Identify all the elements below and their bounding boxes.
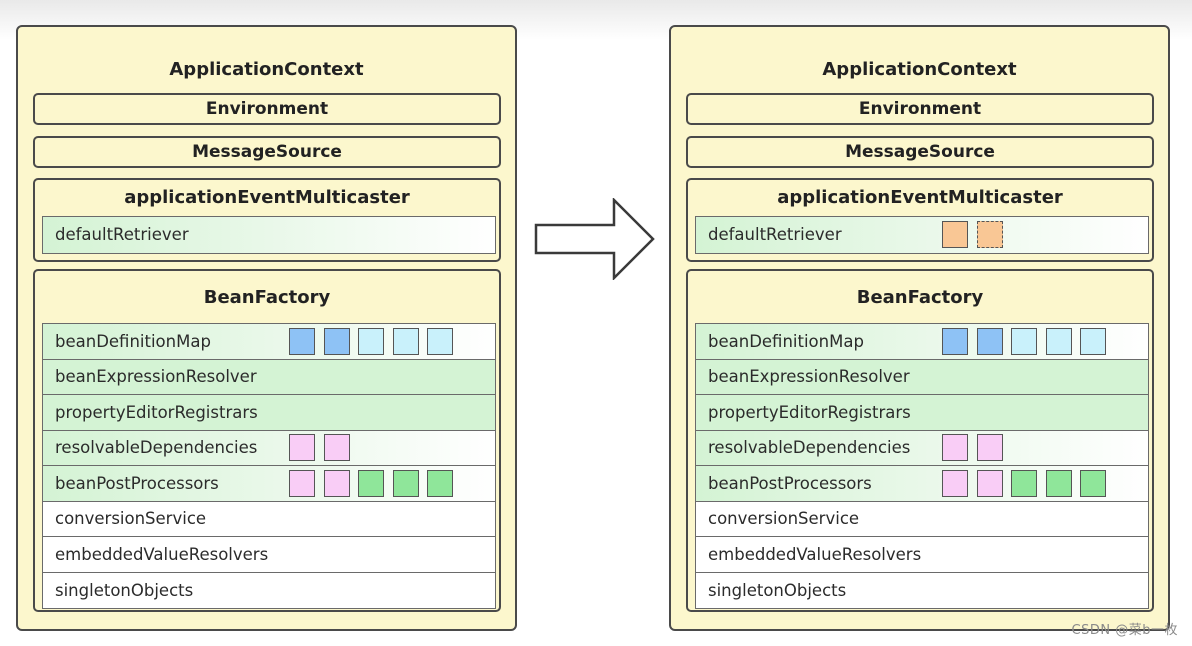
bean-square: [323, 327, 350, 355]
application-event-multicaster-box: applicationEventMulticaster defaultRetri…: [33, 178, 501, 262]
right-arrow-icon: [534, 198, 655, 280]
bean-square: [976, 469, 1003, 497]
bean-square: [289, 327, 315, 355]
bean-squares: [289, 324, 462, 359]
bean-square: [323, 469, 350, 497]
bean-factory-row-label: beanExpressionResolver: [55, 367, 257, 387]
bean-squares: [289, 466, 462, 501]
bean-factory-box: BeanFactory beanDefinitionMap beanExpress…: [33, 269, 501, 612]
bean-factory-row-label: embeddedValueResolvers: [708, 544, 922, 564]
listener-square: [942, 221, 968, 249]
bean-square: [942, 469, 968, 497]
bean-square: [358, 327, 384, 355]
bean-square: [1045, 469, 1072, 497]
bean-factory-row-label: embeddedValueResolvers: [55, 544, 269, 564]
application-context-title: ApplicationContext: [169, 59, 364, 80]
bean-factory-row: beanDefinitionMap: [43, 324, 495, 360]
bean-squares: [942, 466, 1115, 501]
default-retriever-label: defaultRetriever: [708, 225, 842, 245]
bean-factory-row-label: propertyEditorRegistrars: [55, 402, 258, 422]
bean-square: [427, 327, 453, 355]
bean-square: [1080, 327, 1106, 355]
bean-squares: [289, 431, 358, 466]
bean-factory-row-label: beanDefinitionMap: [55, 331, 211, 351]
bean-squares: [942, 324, 1115, 359]
bean-square: [942, 434, 968, 462]
bean-square: [976, 434, 1003, 462]
message-source-box: MessageSource: [33, 136, 501, 168]
bean-factory-row: beanExpressionResolver: [43, 359, 495, 395]
bean-factory-row-label: beanExpressionResolver: [708, 367, 910, 387]
bean-factory-row: embeddedValueResolvers: [43, 537, 495, 573]
listener-square-dashed: [976, 221, 1003, 249]
retriever-listener-squares: [942, 217, 1011, 253]
bean-square: [358, 469, 384, 497]
bean-factory-row-label: resolvableDependencies: [55, 438, 258, 458]
bean-factory-row: beanExpressionResolver: [696, 359, 1148, 395]
bean-squares: [942, 431, 1011, 466]
bean-factory-row-label: beanPostProcessors: [708, 473, 872, 493]
bean-square: [323, 434, 350, 462]
bean-factory-row: singletonObjects: [696, 572, 1148, 608]
bean-square: [1011, 327, 1037, 355]
bean-factory-row: propertyEditorRegistrars: [43, 395, 495, 431]
bean-factory-fields: beanDefinitionMap beanExpressionResolver p…: [695, 323, 1149, 609]
bean-factory-row: embeddedValueResolvers: [696, 537, 1148, 573]
bean-factory-row-label: conversionService: [708, 509, 860, 529]
multicaster-title: applicationEventMulticaster: [777, 187, 1063, 208]
bean-factory-row: resolvableDependencies: [43, 430, 495, 466]
application-context-panel-before: ApplicationContext Environment MessageSo…: [16, 25, 517, 631]
bean-square: [942, 327, 968, 355]
bean-factory-row-label: propertyEditorRegistrars: [708, 402, 911, 422]
bean-square: [1011, 469, 1037, 497]
bean-factory-fields: beanDefinitionMap beanExpressionResolver p…: [42, 323, 496, 609]
bean-factory-row-label: singletonObjects: [55, 580, 194, 600]
bean-square: [1080, 469, 1106, 497]
bean-square: [427, 469, 453, 497]
bean-factory-row: beanPostProcessors: [696, 466, 1148, 502]
application-event-multicaster-box: applicationEventMulticaster defaultRetri…: [686, 178, 1154, 262]
bean-factory-row: conversionService: [696, 501, 1148, 537]
bean-square: [289, 434, 315, 462]
bean-factory-row: beanDefinitionMap: [696, 324, 1148, 360]
bean-square: [289, 469, 315, 497]
bean-factory-title: BeanFactory: [203, 287, 331, 308]
environment-box: Environment: [686, 93, 1154, 125]
bean-square: [392, 327, 419, 355]
bean-factory-row-label: singletonObjects: [708, 580, 847, 600]
message-source-box: MessageSource: [686, 136, 1154, 168]
bean-factory-row-label: conversionService: [55, 509, 207, 529]
bean-factory-title: BeanFactory: [856, 287, 984, 308]
default-retriever-row: defaultRetriever: [43, 217, 495, 253]
bean-factory-row-label: beanPostProcessors: [55, 473, 219, 493]
multicaster-fields: defaultRetriever: [42, 216, 496, 254]
bean-factory-box: BeanFactory beanDefinitionMap beanExpress…: [686, 269, 1154, 612]
bean-factory-row: resolvableDependencies: [696, 430, 1148, 466]
default-retriever-label: defaultRetriever: [55, 225, 189, 245]
bean-factory-row: singletonObjects: [43, 572, 495, 608]
csdn-watermark: CSDN @菜b一枚: [1071, 623, 1178, 638]
application-context-title: ApplicationContext: [822, 59, 1017, 80]
environment-box: Environment: [33, 93, 501, 125]
bean-square: [976, 327, 1003, 355]
multicaster-title: applicationEventMulticaster: [124, 187, 410, 208]
bean-square: [1045, 327, 1072, 355]
multicaster-fields: defaultRetriever: [695, 216, 1149, 254]
application-context-panel-after: ApplicationContext Environment MessageSo…: [669, 25, 1170, 631]
bean-factory-row-label: beanDefinitionMap: [708, 331, 864, 351]
bean-square: [392, 469, 419, 497]
bean-factory-row: propertyEditorRegistrars: [696, 395, 1148, 431]
bean-factory-row: beanPostProcessors: [43, 466, 495, 502]
bean-factory-row: conversionService: [43, 501, 495, 537]
bean-factory-row-label: resolvableDependencies: [708, 438, 911, 458]
default-retriever-row: defaultRetriever: [696, 217, 1148, 253]
